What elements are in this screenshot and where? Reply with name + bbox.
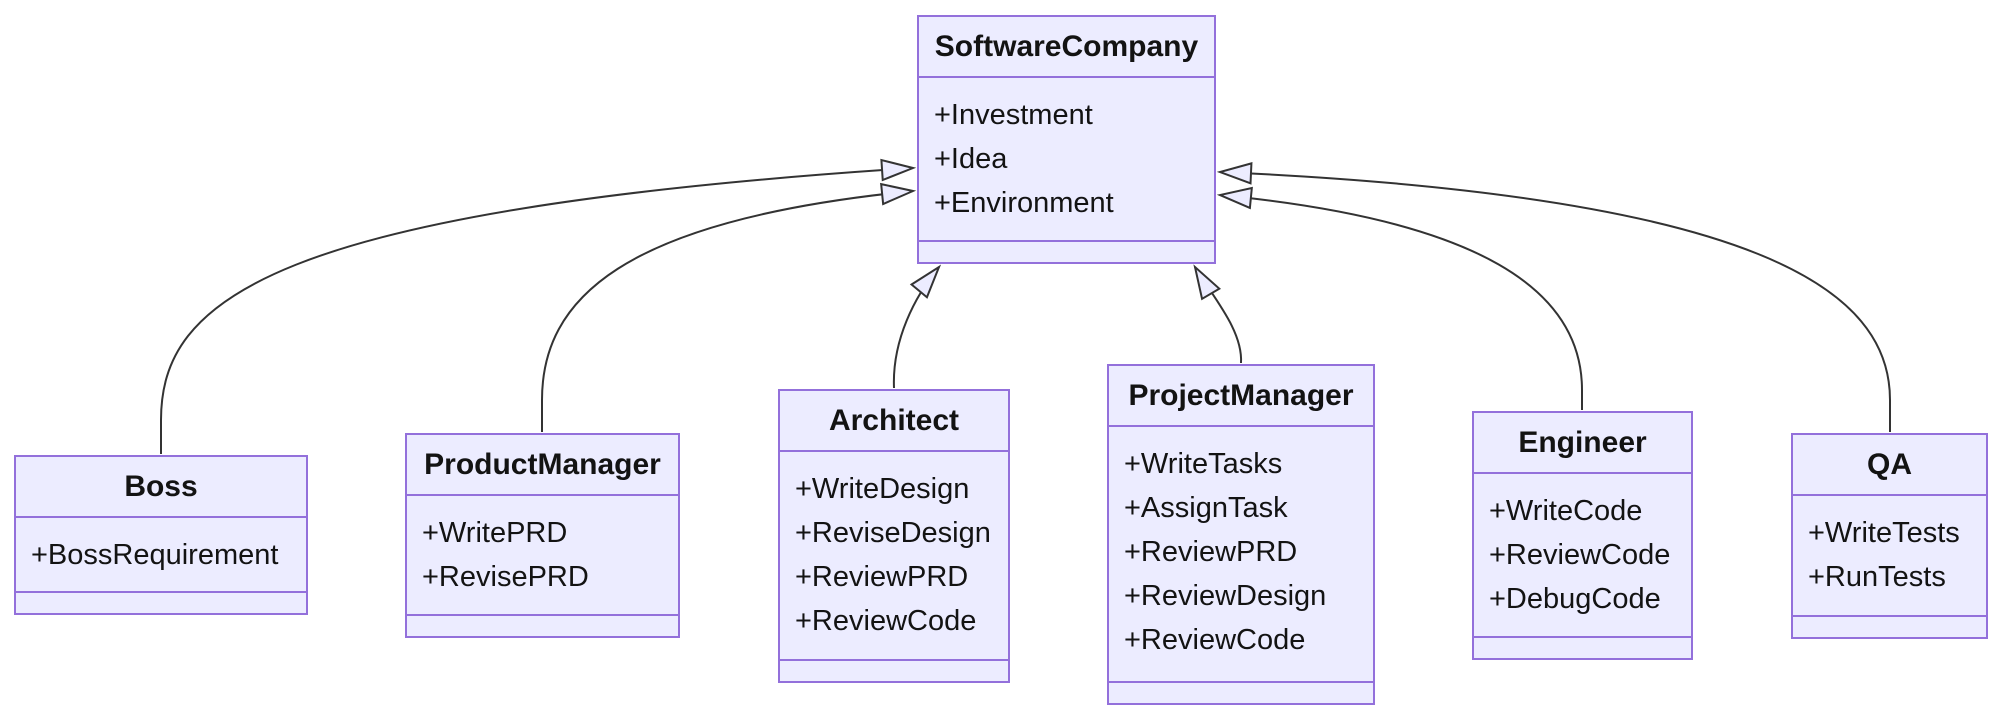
class-attribute: +WriteDesign (795, 473, 970, 505)
class-methods-empty (1109, 681, 1373, 703)
class-name: ProductManager (407, 435, 678, 496)
class-attribute: +ReviewPRD (795, 561, 969, 593)
edge-projectmanager-extends-softwarecompany (1195, 267, 1243, 364)
class-attribute: +ReviewCode (795, 605, 977, 637)
class-box-architect: Architect +WriteDesign +ReviseDesign +Re… (778, 389, 1010, 683)
class-attribute: +ReviewDesign (1124, 580, 1327, 612)
class-attribute: +Environment (934, 187, 1114, 219)
class-attributes: +BossRequirement (16, 518, 306, 591)
class-methods-empty (780, 659, 1008, 681)
class-name: Architect (780, 391, 1008, 452)
class-box-engineer: Engineer +WriteCode +ReviewCode +DebugCo… (1472, 411, 1693, 660)
edge-productmanager-extends-softwarecompany (541, 191, 913, 432)
class-box-qa: QA +WriteTests +RunTests (1791, 433, 1988, 639)
class-attribute: +ReviewPRD (1124, 536, 1298, 568)
class-attribute: +AssignTask (1124, 492, 1288, 524)
class-attribute: +RevisePRD (422, 561, 589, 593)
class-attribute: +ReviseDesign (795, 517, 991, 549)
class-name: Boss (16, 457, 306, 518)
edge-qa-extends-softwarecompany (1220, 172, 1891, 432)
class-methods-empty (16, 591, 306, 613)
class-attribute: +Idea (934, 143, 1008, 175)
class-attribute: +WriteTasks (1124, 448, 1283, 480)
class-methods-empty (1474, 636, 1691, 658)
class-name: QA (1793, 435, 1986, 496)
class-attribute: +ReviewCode (1124, 624, 1306, 656)
class-name: ProjectManager (1109, 366, 1373, 427)
class-methods-empty (919, 240, 1214, 262)
class-box-productmanager: ProductManager +WritePRD +RevisePRD (405, 433, 680, 638)
class-name: SoftwareCompany (919, 17, 1214, 78)
class-attribute: +BossRequirement (31, 539, 279, 571)
class-attribute: +ReviewCode (1489, 539, 1671, 571)
class-box-projectmanager: ProjectManager +WriteTasks +AssignTask +… (1107, 364, 1375, 705)
edge-engineer-extends-softwarecompany (1220, 195, 1583, 410)
class-name: Engineer (1474, 413, 1691, 474)
class-attributes: +WriteDesign +ReviseDesign +ReviewPRD +R… (780, 452, 1008, 659)
class-attributes: +WriteTasks +AssignTask +ReviewPRD +Revi… (1109, 427, 1373, 681)
class-attribute: +Investment (934, 99, 1093, 131)
class-box-softwarecompany: SoftwareCompany +Investment +Idea +Envir… (917, 15, 1216, 264)
class-methods-empty (1793, 615, 1986, 637)
class-attribute: +DebugCode (1489, 583, 1661, 615)
class-attributes: +Investment +Idea +Environment (919, 78, 1214, 240)
class-attributes: +WriteCode +ReviewCode +DebugCode (1474, 474, 1691, 636)
class-attributes: +WritePRD +RevisePRD (407, 496, 678, 614)
class-attribute: +WritePRD (422, 517, 568, 549)
edge-boss-extends-softwarecompany (160, 168, 913, 454)
class-attribute: +WriteTests (1808, 517, 1960, 549)
class-attribute: +RunTests (1808, 561, 1946, 593)
class-box-boss: Boss +BossRequirement (14, 455, 308, 615)
class-methods-empty (407, 614, 678, 636)
class-attribute: +WriteCode (1489, 495, 1643, 527)
edge-architect-extends-softwarecompany (892, 267, 939, 389)
class-attributes: +WriteTests +RunTests (1793, 496, 1986, 615)
